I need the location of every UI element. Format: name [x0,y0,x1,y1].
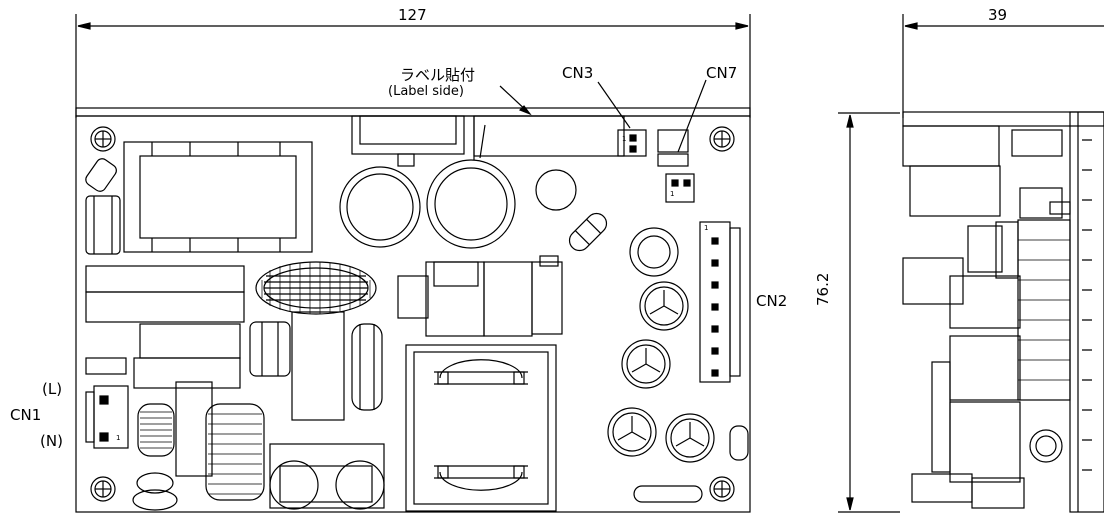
cn1-connector [85,385,129,449]
capacitor-output-3 [621,339,671,389]
toroid-coil [255,261,377,315]
cn7-label: CN7 [706,64,738,82]
cn1-pin1-label: 1 [116,434,121,442]
capacitor-large-2 [426,124,516,249]
mounting-hole-top-left [90,126,116,152]
cn1-label: CN1 [10,406,42,424]
capacitor-large-1 [339,166,421,248]
side-view [902,111,1104,513]
dimension-76-2 [838,112,900,513]
cn1-l-label: (L) [42,380,63,398]
cn3-pin1-label: 1 [622,135,627,143]
dimension-127 [75,14,751,118]
dimension-label-127: 127 [398,6,427,24]
dimension-label-76-2: 76.2 [814,272,832,306]
front-view-board [75,79,751,513]
transformer [123,141,313,253]
cn7-connector [657,153,695,203]
choke-2 [205,403,265,501]
cn7-pin1-label: 1 [670,190,675,198]
cn2-label: CN2 [756,292,788,310]
capacitor-output-5 [665,413,715,463]
dimension-39 [902,14,1104,118]
choke-1 [137,403,175,457]
heatsink [405,344,557,512]
cn2-connector [699,221,741,383]
capacitor-output-2 [639,281,689,331]
fuse-left [85,158,117,192]
cn3-connector [617,129,647,157]
mounting-hole-bottom-left [90,476,116,502]
cn2-pin1-label: 1 [704,224,709,232]
capacitor-output-4 [607,407,657,457]
mounting-hole-bottom-right [709,476,735,502]
cn1-n-label: (N) [40,432,63,450]
label-side-en: (Label side) [388,84,464,99]
cn3-label: CN3 [562,64,594,82]
capacitor-small-top [535,169,577,211]
mounting-hole-top-right [709,126,735,152]
diode-angled [568,212,608,252]
label-side-jp: ラベル貼付 [400,66,476,84]
dimension-label-39: 39 [988,6,1008,24]
capacitor-output-1 [629,227,679,277]
